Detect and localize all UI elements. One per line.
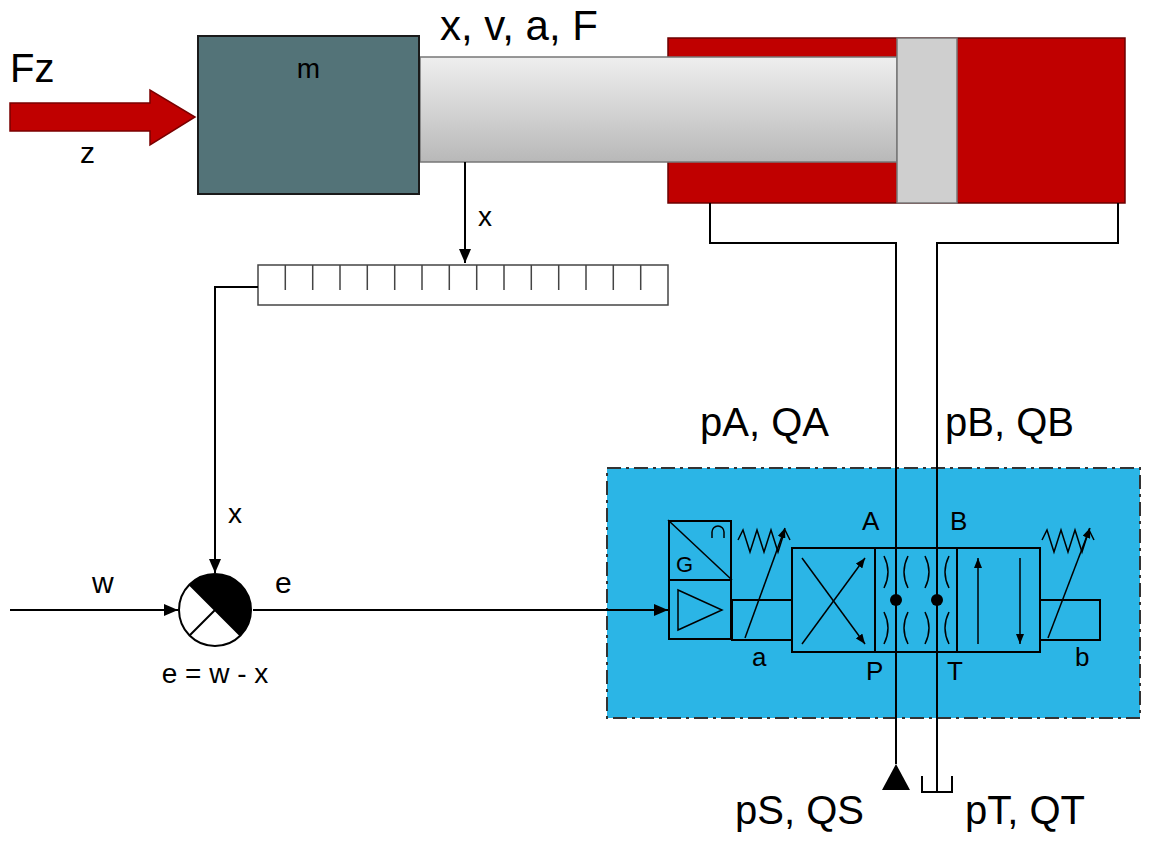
summing-cross bbox=[190, 585, 241, 636]
valve-housing bbox=[607, 468, 1140, 718]
summing-junction: e = w - x bbox=[177, 572, 253, 648]
port-label: B bbox=[950, 508, 967, 534]
signal-label: e bbox=[275, 568, 292, 598]
converter-divider bbox=[668, 579, 732, 581]
flow-arrow bbox=[1019, 558, 1021, 644]
position-scale bbox=[258, 265, 668, 305]
variable-arrow bbox=[745, 528, 785, 638]
port-label: T bbox=[947, 658, 963, 684]
servo-valve: A B P Ta b G bbox=[607, 468, 1140, 718]
mass-block: m bbox=[197, 35, 420, 195]
signal-label: w bbox=[92, 568, 114, 598]
axis-label: z bbox=[80, 138, 95, 168]
port-label: A bbox=[862, 508, 879, 534]
port-state-label: pA, QA bbox=[700, 402, 829, 442]
state-label: x, v, a, F bbox=[440, 5, 598, 47]
throttle-symbols bbox=[884, 556, 949, 644]
supply-label: pS, QS bbox=[735, 790, 864, 830]
feedback-line bbox=[215, 287, 258, 573]
flow-arrow bbox=[977, 558, 979, 644]
summing-circle bbox=[177, 572, 253, 648]
converter-diagonal bbox=[668, 520, 732, 580]
hydraulic-line bbox=[710, 203, 896, 764]
pressure-source bbox=[882, 764, 910, 790]
converter-label: G bbox=[676, 554, 693, 576]
solenoid-box bbox=[732, 600, 792, 640]
tank-label: pT, QT bbox=[965, 790, 1085, 830]
signal-label: x bbox=[228, 500, 242, 528]
spring-symbol bbox=[1042, 530, 1094, 552]
scale-ticks bbox=[285, 265, 640, 290]
signal-connector bbox=[253, 609, 668, 611]
piston bbox=[897, 38, 957, 203]
signal-label: x bbox=[478, 203, 492, 231]
summing-outline bbox=[179, 574, 251, 646]
amplifier-symbol bbox=[678, 590, 722, 630]
spool-dividers bbox=[875, 548, 957, 652]
variable-arrow bbox=[1048, 528, 1090, 638]
setpoint-line bbox=[10, 609, 178, 611]
hydraulic-line bbox=[937, 203, 1118, 792]
solenoid-label: b bbox=[1075, 644, 1089, 670]
spring-symbol bbox=[738, 530, 790, 552]
sum-equation: e = w - x bbox=[162, 660, 269, 688]
solenoid-label: a bbox=[752, 644, 766, 670]
junction-dot bbox=[931, 594, 943, 606]
measure-arrow bbox=[464, 162, 466, 263]
spool-body bbox=[792, 548, 1040, 652]
junction-dot bbox=[890, 594, 902, 606]
analog-symbol bbox=[712, 526, 724, 538]
converter-amplifier: G bbox=[668, 520, 732, 640]
tank-symbol bbox=[922, 776, 952, 792]
piston-rod bbox=[420, 57, 897, 162]
flow-arrow bbox=[802, 558, 865, 644]
port-state-label: pB, QB bbox=[945, 402, 1074, 442]
force-arrow bbox=[10, 90, 195, 145]
port-label: P bbox=[866, 658, 883, 684]
flow-arrow bbox=[802, 558, 865, 644]
mass-label: m bbox=[297, 55, 320, 83]
force-label: Fz bbox=[10, 48, 54, 88]
